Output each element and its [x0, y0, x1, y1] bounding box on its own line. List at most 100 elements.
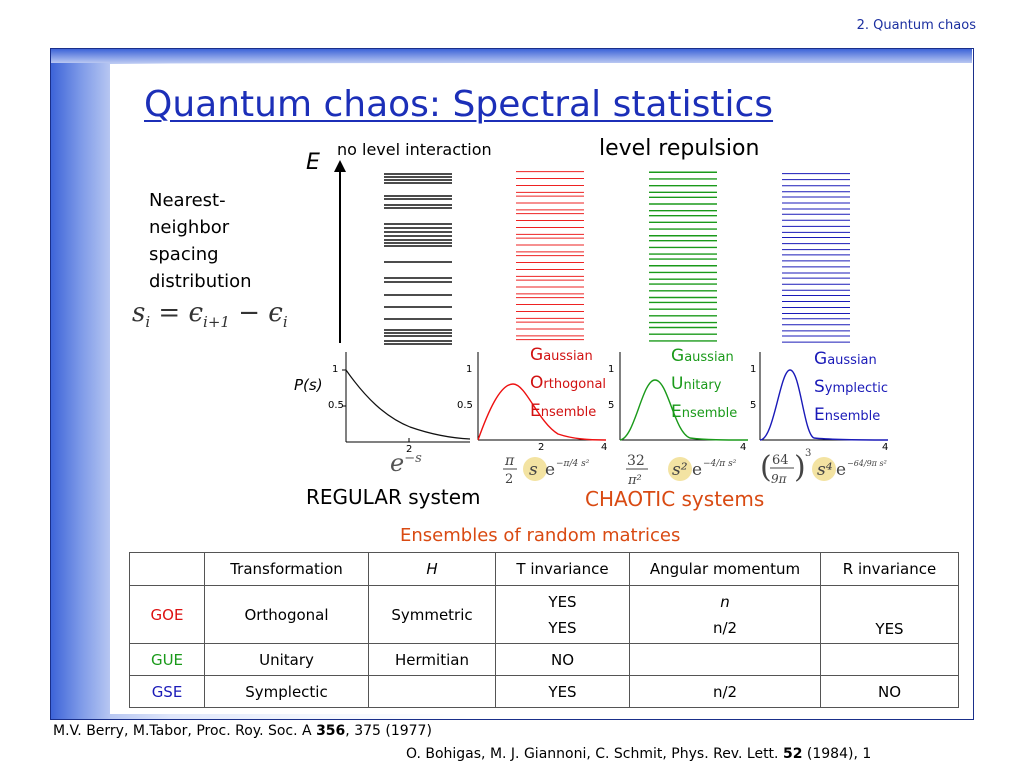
gse-curve — [759, 369, 889, 441]
citation-bohigas-pages: (1984), 1 — [802, 746, 872, 762]
section-label: 2. Quantum chaos — [856, 18, 976, 33]
ensemble-word-rest: nsemble — [681, 406, 738, 421]
ensemble-name-line: Ensemble — [814, 402, 888, 430]
svg-text:9π: 9π — [771, 472, 788, 486]
svg-text:2: 2 — [505, 472, 513, 487]
svg-text:π: π — [504, 453, 515, 469]
plot-poisson-ytick-1: 1 — [332, 364, 338, 375]
cell-gse-name: GSE — [129, 675, 205, 708]
cell-goe-am: n n/2 — [629, 585, 821, 644]
nn-line-3: spacing — [149, 244, 219, 265]
table-row-gse: GSE Symplectic YES n/2 NO — [129, 675, 959, 708]
gue-curve — [619, 379, 749, 441]
plot-gue-xtick-4: 4 — [740, 442, 746, 453]
ps-label: P(s) — [294, 376, 323, 394]
cell-gue-transformation: Unitary — [204, 643, 369, 676]
svg-text:s: s — [529, 460, 538, 480]
spectrum-gse — [782, 173, 850, 343]
spectrum-regular — [384, 173, 452, 345]
table-header-angular-momentum: Angular momentum — [629, 552, 821, 586]
cell-goe-r: YES — [820, 585, 959, 644]
svg-text:−π/4 s²: −π/4 s² — [556, 459, 590, 469]
table-header-row: Transformation H T invariance Angular mo… — [129, 552, 959, 586]
svg-text:(: ( — [760, 450, 772, 485]
ensemble-initial: S — [814, 377, 825, 397]
plot-gue: 1 5 4 — [608, 352, 749, 453]
ensemble-word-rest: nitary — [683, 378, 722, 393]
table-header-t-invariance: T invariance — [495, 552, 630, 586]
cell-goe-am2: n/2 — [712, 618, 738, 637]
ensemble-initial: G — [671, 346, 685, 366]
citation-bohigas: O. Bohigas, M. J. Giannoni, C. Schmit, P… — [406, 746, 871, 762]
cell-goe-name: GOE — [129, 585, 205, 644]
formula-gse: ( 64 9π ) 3 s⁴ e −64/9π s² — [760, 444, 887, 488]
ensemble-word-rest: aussian — [543, 349, 593, 364]
citation-bohigas-authors: O. Bohigas, M. J. Giannoni, C. Schmit, P… — [406, 746, 783, 762]
ensemble-initial: U — [671, 374, 684, 394]
plot-gue-ytick-1: 1 — [608, 364, 614, 375]
nn-line-4: distribution — [149, 271, 252, 292]
cell-goe-am1: n — [720, 592, 730, 611]
table-header-transformation: Transformation — [204, 552, 369, 586]
cell-gse-am: n/2 — [629, 675, 821, 708]
plot-poisson-ytick-05: 0.5 — [328, 400, 344, 411]
ensemble-word-rest: aussian — [684, 350, 734, 365]
spacing-formula: si = ϵi+1 − ϵi — [132, 298, 288, 332]
cell-goe-t1: YES — [548, 592, 577, 611]
ensemble-initial: G — [530, 345, 544, 365]
ensemble-initial: E — [530, 401, 541, 421]
regular-system-label: REGULAR system — [306, 485, 481, 509]
cell-gue-t: NO — [495, 643, 630, 676]
ensemble-word-rest: nsemble — [824, 409, 881, 424]
table-header-r-invariance: R invariance — [820, 552, 959, 586]
ensemble-name-line: Unitary — [671, 371, 737, 399]
formula-goe: π 2 s e −π/4 s² — [499, 447, 607, 487]
cell-goe-transformation: Orthogonal — [204, 585, 369, 644]
ensemble-name-line: Ensemble — [530, 398, 606, 426]
svg-text:): ) — [794, 450, 806, 485]
svg-text:s²: s² — [672, 460, 688, 480]
formula-regular: e−s — [390, 449, 422, 477]
no-level-interaction-label: no level interaction — [337, 140, 492, 159]
energy-axis-label: E — [306, 150, 320, 175]
plot-gse: 1 5 4 — [750, 352, 889, 453]
svg-text:32: 32 — [627, 453, 645, 469]
level-repulsion-label: level repulsion — [599, 136, 760, 161]
svg-text:−4/π s²: −4/π s² — [703, 459, 737, 469]
table-header-blank — [129, 552, 205, 586]
cell-goe-h: Symmetric — [368, 585, 496, 644]
poisson-curve — [345, 369, 471, 440]
ensemble-initial: O — [530, 373, 544, 393]
ensemble-name-line: Ensemble — [671, 399, 737, 427]
ensemble-word-rest: aussian — [827, 353, 877, 368]
ensemble-word-rest: rthogonal — [543, 377, 607, 392]
svg-text:s⁴: s⁴ — [817, 460, 833, 480]
plot-gue-ytick-5: 5 — [608, 400, 614, 411]
cell-gse-h — [368, 675, 496, 708]
energy-axis-arrow — [334, 160, 346, 343]
cell-gue-am — [629, 643, 821, 676]
plot-gse-ytick-5: 5 — [750, 400, 756, 411]
svg-text:e: e — [545, 460, 555, 480]
plot-poisson-xtick-2: 2 — [406, 444, 412, 455]
nn-line-1: Nearest- — [149, 190, 226, 211]
svg-text:e: e — [692, 460, 702, 480]
svg-text:e: e — [836, 460, 846, 480]
table-row-gue: GUE Unitary Hermitian NO — [129, 643, 959, 676]
cell-gse-transformation: Symplectic — [204, 675, 369, 708]
ensemble-word-rest: ymplectic — [824, 381, 889, 396]
ensemble-name-line: Orthogonal — [530, 370, 606, 398]
ensemble-initial: E — [671, 402, 682, 422]
plot-gse-ytick-1: 1 — [750, 364, 756, 375]
ensemble-name-line: Gaussian — [671, 343, 737, 371]
citation-berry-volume: 356 — [316, 723, 346, 739]
cell-gue-r — [820, 643, 959, 676]
ensemble-name-line: Gaussian — [814, 346, 888, 374]
plot-goe-ytick-1: 1 — [466, 364, 472, 375]
citation-berry: M.V. Berry, M.Tabor, Proc. Roy. Soc. A 3… — [53, 723, 432, 739]
chaotic-systems-label: CHAOTIC systems — [585, 487, 765, 511]
plot-gse-xtick-4: 4 — [882, 442, 888, 453]
ensemble-initial: E — [814, 405, 825, 425]
